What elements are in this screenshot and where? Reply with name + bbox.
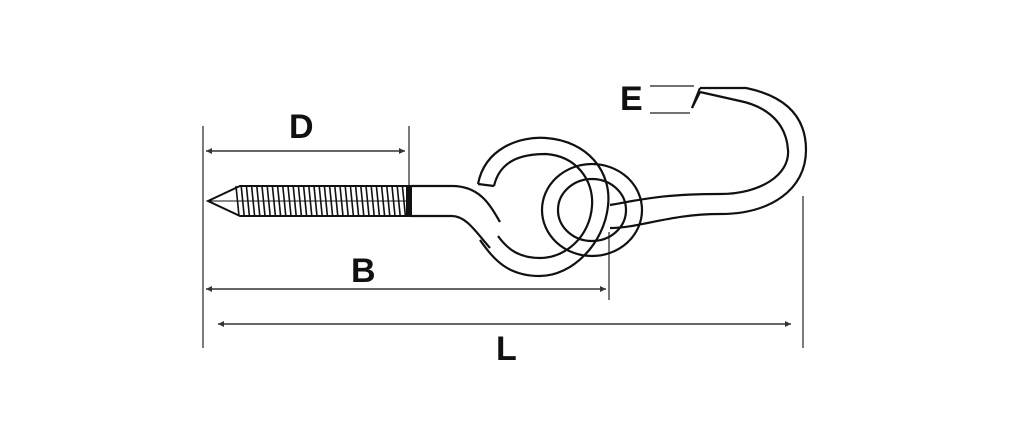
eye-ring [476, 136, 610, 278]
thread-ridges [235, 185, 407, 217]
extension-lines [202, 85, 804, 348]
eye-neck [411, 184, 501, 249]
label-l: L [496, 330, 517, 368]
dimension-lines [206, 148, 791, 327]
hook-body [609, 86, 808, 230]
label-b: B [351, 252, 376, 290]
label-e: E [620, 80, 643, 118]
thread-collar [406, 185, 412, 217]
label-d: D [289, 108, 314, 146]
link-ring [540, 162, 644, 258]
